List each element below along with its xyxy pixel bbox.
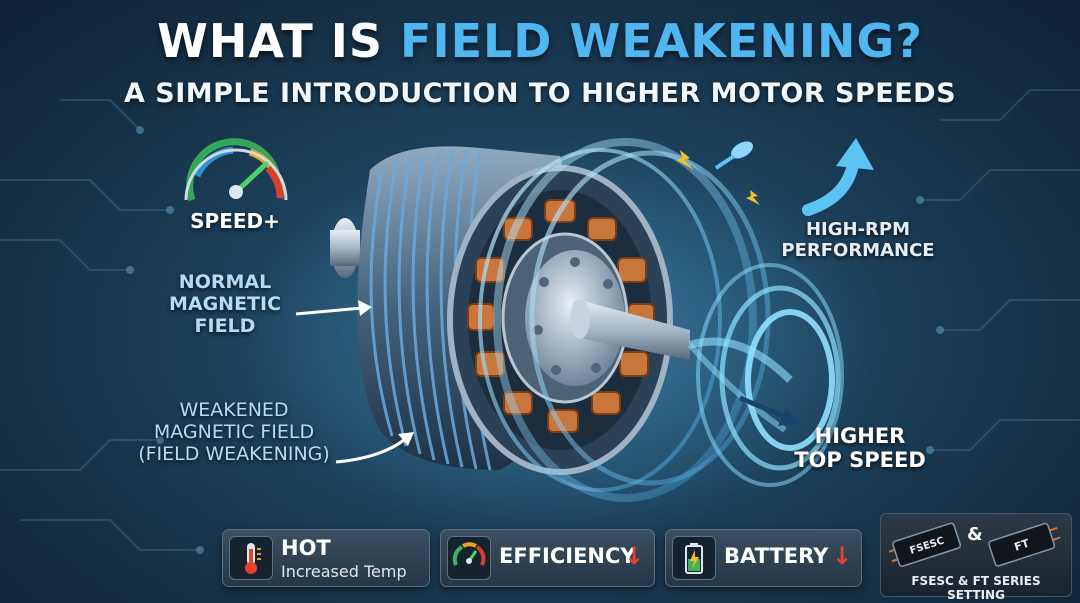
hot-subtitle: Increased Temp bbox=[281, 562, 407, 581]
efficiency-down-arrow-icon: ↓ bbox=[624, 542, 645, 570]
rocket-icon bbox=[714, 141, 753, 170]
top-speed-arrow-icon bbox=[739, 395, 800, 426]
thermometer-icon bbox=[229, 536, 273, 580]
controller-chips-icon: FSESC FT bbox=[888, 522, 1061, 567]
spark-icon bbox=[676, 150, 760, 205]
rpm-up-arrow-icon bbox=[802, 138, 874, 216]
speed-label: SPEED+ bbox=[190, 209, 280, 233]
normal-field-label: NORMAL MAGNETIC FIELD bbox=[168, 271, 282, 337]
normal-field-pointer bbox=[295, 300, 372, 316]
top-speed-label: HIGHER TOP SPEED bbox=[794, 424, 926, 473]
circuit-pattern bbox=[0, 89, 1080, 551]
chip-ft-label: FT bbox=[1013, 537, 1032, 554]
series-setting-panel: FSESC FT & FSESC & FT SERIES SETTING bbox=[880, 513, 1072, 602]
battery-badge: BATTERY ↓ bbox=[665, 529, 862, 587]
field-vortex bbox=[687, 263, 844, 487]
speed-gauge-icon bbox=[184, 138, 288, 202]
battery-icon bbox=[672, 536, 716, 580]
weakened-field-label: WEAKENED MAGNETIC FIELD (FIELD WEAKENING… bbox=[138, 399, 330, 465]
ampersand: & bbox=[967, 524, 983, 545]
weakened-field-pointer bbox=[335, 432, 414, 464]
gauge-icon bbox=[447, 536, 491, 580]
series-setting-label: FSESC & FT SERIES SETTING bbox=[911, 574, 1041, 602]
hot-title: HOT bbox=[281, 536, 331, 560]
rpm-label: HIGH-RPM PERFORMANCE bbox=[781, 219, 935, 261]
battery-down-arrow-icon: ↓ bbox=[832, 542, 853, 570]
efficiency-badge: EFFICIENCY ↓ bbox=[440, 529, 655, 587]
hot-badge: HOT Increased Temp bbox=[222, 529, 430, 587]
page-title: WHAT IS FIELD WEAKENING? bbox=[157, 14, 923, 68]
efficiency-title: EFFICIENCY bbox=[499, 544, 636, 568]
battery-title: BATTERY bbox=[724, 544, 829, 568]
page-subtitle: A SIMPLE INTRODUCTION TO HIGHER MOTOR SP… bbox=[123, 78, 957, 109]
